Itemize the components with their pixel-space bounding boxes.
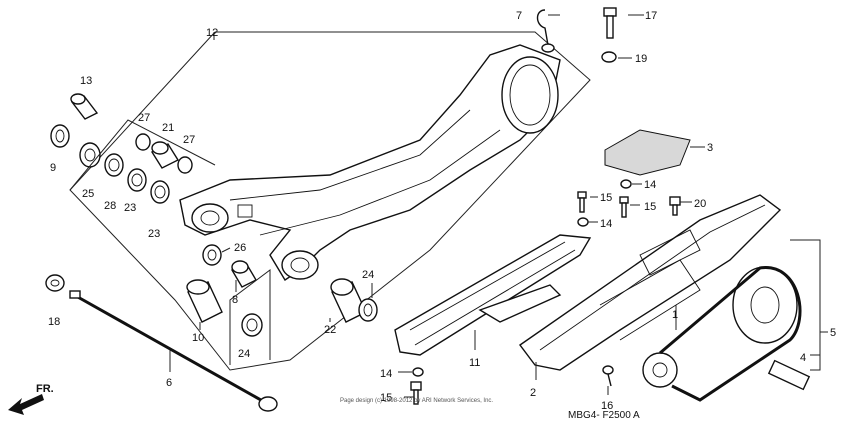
callout-11: 11: [469, 357, 480, 369]
bolt-20[interactable]: [669, 196, 681, 216]
bearing-25[interactable]: [79, 142, 101, 168]
callout-8: 8: [232, 294, 238, 306]
seal-27a[interactable]: [135, 133, 151, 151]
cluster-outline: [69, 119, 216, 191]
drive-sprocket[interactable]: [642, 352, 678, 388]
callout-15a: 15: [600, 192, 612, 204]
nut-14c[interactable]: [412, 367, 424, 377]
callout-28: 28: [104, 200, 116, 212]
callout-14a: 14: [644, 179, 656, 191]
callout-20: 20: [694, 198, 706, 210]
callout-13: 13: [80, 75, 92, 87]
bolt-15a[interactable]: [577, 191, 587, 213]
callout-25: 25: [82, 188, 94, 200]
drawing-code: MBG4- F2500 A: [568, 410, 640, 421]
bearing-23a[interactable]: [127, 168, 147, 192]
callout-23b: 23: [148, 228, 160, 240]
pivot-shaft-6[interactable]: [69, 290, 278, 412]
screw-16[interactable]: [602, 365, 614, 387]
callout-26: 26: [234, 242, 246, 254]
callout-3: 3: [707, 142, 713, 154]
front-arrow-icon: [8, 394, 44, 415]
callout-12: 12: [206, 27, 218, 39]
bracket-5: [790, 239, 821, 371]
drive-chain[interactable]: [659, 266, 802, 402]
bearing-23b[interactable]: [150, 180, 170, 204]
collar-13[interactable]: [70, 93, 99, 120]
callout-2: 2: [530, 387, 536, 399]
callout-16: 16: [601, 400, 613, 412]
swingarm-12[interactable]: [179, 44, 561, 281]
seal-24a[interactable]: [241, 313, 263, 337]
bolt-15b[interactable]: [619, 196, 629, 218]
callout-1: 1: [672, 309, 678, 321]
seal-9[interactable]: [50, 124, 70, 148]
collar-21[interactable]: [150, 141, 180, 169]
callout-19: 19: [635, 53, 647, 65]
callout-10: 10: [192, 332, 204, 344]
seal-27b[interactable]: [177, 156, 193, 174]
callout-14b: 14: [600, 218, 612, 230]
chain-joint-4[interactable]: [767, 359, 811, 391]
seal-26[interactable]: [202, 244, 222, 266]
callout-21: 21: [162, 122, 174, 134]
callout-7: 7: [516, 10, 522, 22]
pin-7[interactable]: [536, 9, 555, 53]
leader-lines: [199, 14, 820, 398]
nut-18[interactable]: [45, 274, 65, 292]
collar-10[interactable]: [186, 279, 223, 323]
watermark: Page design (c) 1998-2012 by ARI Network…: [340, 398, 493, 404]
callout-6: 6: [166, 377, 172, 389]
callout-15b: 15: [644, 201, 656, 213]
callout-5: 5: [830, 327, 836, 339]
callout-18: 18: [48, 316, 60, 328]
callout-14c: 14: [380, 368, 392, 380]
callout-23a: 23: [124, 202, 136, 214]
seal-24b[interactable]: [358, 298, 378, 322]
callout-27a: 27: [138, 112, 150, 124]
washer-28[interactable]: [104, 153, 124, 177]
callout-22: 22: [324, 324, 336, 336]
chain-case-2[interactable]: [519, 194, 782, 371]
cover-3[interactable]: [604, 129, 691, 176]
callout-24b: 24: [362, 269, 374, 281]
callout-27b: 27: [183, 134, 195, 146]
nut-14b[interactable]: [620, 179, 632, 189]
callout-4: 4: [800, 352, 806, 364]
callout-9: 9: [50, 162, 56, 174]
nut-14a[interactable]: [577, 217, 589, 227]
chain-slider-11[interactable]: [394, 234, 592, 356]
callout-labels: 1 2 3 4 5 6 7 8 9 10 11 12 13 14 14 14 1…: [48, 10, 836, 412]
bolt-17[interactable]: [603, 7, 617, 39]
cluster-outline-lower: [229, 269, 271, 365]
front-direction-label: FR.: [36, 383, 54, 395]
washer-19[interactable]: [601, 51, 617, 63]
callout-24a: 24: [238, 348, 250, 360]
callout-17: 17: [645, 10, 657, 22]
bearing-22[interactable]: [330, 278, 367, 323]
callout-15c: 15: [380, 392, 392, 404]
